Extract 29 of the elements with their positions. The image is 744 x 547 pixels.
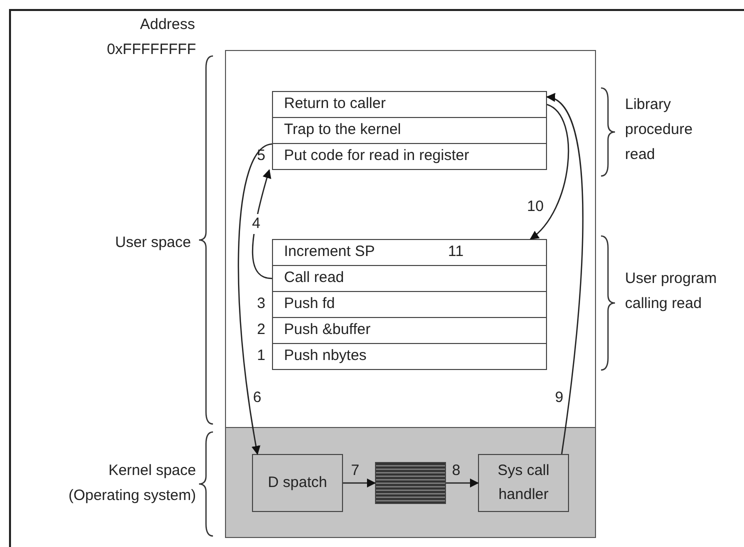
address-value: 0xFFFFFFFF (106, 40, 196, 60)
arrow (530, 104, 570, 240)
stack-row: Trap to the kernel (272, 117, 547, 144)
box-label: Sys call handler (496, 461, 550, 505)
stack-row: Push &buffer (272, 317, 547, 344)
region-label: Kernel space (Operating system) (67, 461, 196, 506)
handler-box (478, 454, 569, 512)
step-number: 2 (257, 320, 266, 340)
stack-row: Increment SP 11 (272, 239, 547, 266)
step-number: 1 (257, 346, 266, 366)
region-label: User space (114, 233, 191, 253)
arrow (343, 478, 376, 488)
arrow (252, 169, 272, 280)
arrow (546, 96, 584, 454)
box-label: D spatch (268, 473, 328, 493)
arrow (446, 478, 479, 488)
stack-row: Return to caller (272, 91, 547, 118)
stack-row: Push fd (272, 291, 547, 318)
stack-row: Put code for read in register (272, 143, 547, 170)
region-label: Library procedure read (625, 95, 694, 165)
stack-row: Call read (272, 265, 547, 292)
address-label: Address (138, 15, 195, 35)
stack-row: Push nbytes (272, 343, 547, 370)
region-label: User program calling read (625, 269, 718, 314)
edge-label: 4 (251, 214, 262, 234)
arrow (238, 143, 272, 455)
dispatch-table (375, 462, 446, 504)
step-number: 3 (257, 294, 266, 314)
dispatch-box (252, 454, 343, 512)
